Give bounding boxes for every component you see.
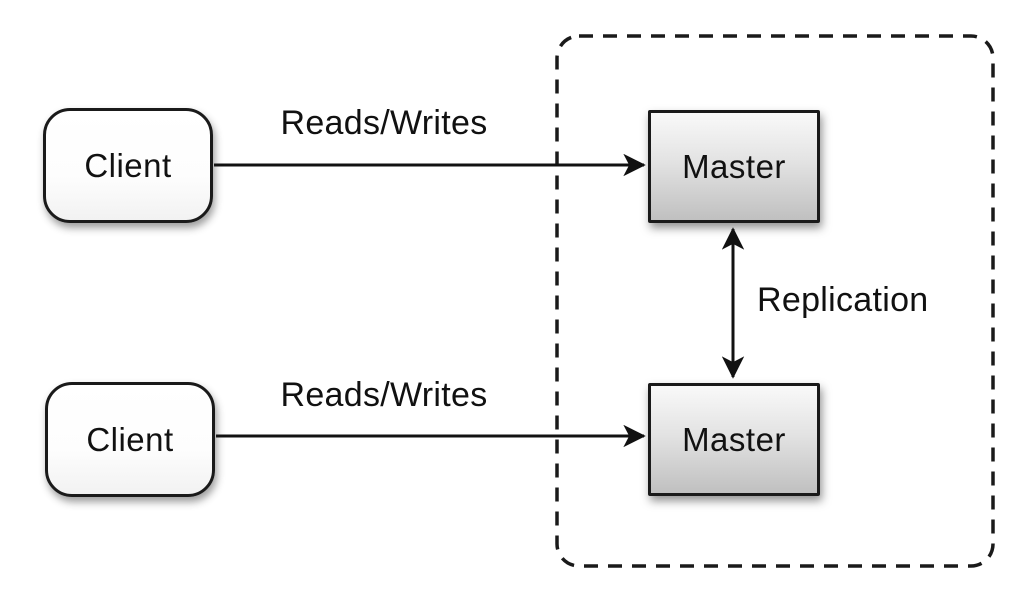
client-node-top-label: Client: [84, 146, 172, 184]
client-node-bottom: Client: [45, 382, 215, 497]
master-node-bottom-label: Master: [682, 420, 786, 458]
master-cluster-boundary: [555, 34, 995, 568]
master-node-bottom: Master: [648, 383, 820, 496]
client-node-bottom-label: Client: [86, 420, 174, 458]
master-node-top-label: Master: [682, 147, 786, 185]
edge-label-reads-writes-bottom: Reads/Writes: [280, 376, 488, 414]
edge-label-replication: Replication: [757, 281, 929, 319]
master-node-top: Master: [648, 110, 820, 223]
edge-label-reads-writes-top: Reads/Writes: [280, 104, 488, 142]
client-node-top: Client: [43, 108, 213, 223]
